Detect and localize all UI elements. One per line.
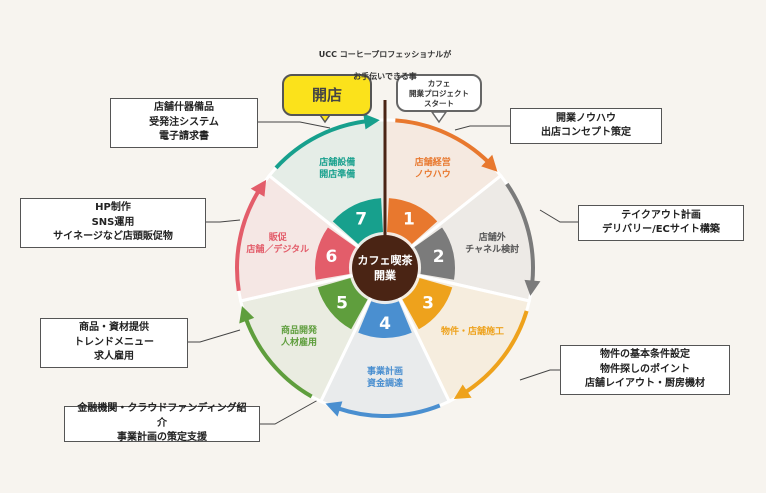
callout-2: テイクアウト計画 デリバリー/ECサイト構築 [578,205,744,241]
callout-4: 金融機関・クラウドファンディング紹介 事業計画の策定支援 [64,403,260,443]
callout-line-1 [454,125,510,131]
callout-line-6 [206,219,241,223]
segment-label-3: 物件・店舗施工 [441,326,505,337]
segment-number-2: 2 [433,247,445,267]
callout-line-7 [258,121,331,129]
callout-3: 物件の基本条件設定 物件探しのポイント 店舗レイアウト・厨房機材 [560,345,730,395]
arrowhead-3 [453,384,472,400]
segment-number-4: 4 [379,314,391,334]
arc-arrow-1 [395,118,491,164]
open-bubble: 開店 [282,74,372,116]
segment-label-6: 販促 店舗／デジタル [246,232,310,255]
segment-4 [358,301,412,338]
callout-7: 店舗什器備品 受発注システム 電子請求書 [110,98,258,148]
callout-line-4 [260,399,319,425]
start-bubble: カフェ 開業プロジェクト スタート [396,74,482,112]
center-label: カフェ喫茶 開業 [357,254,413,282]
arrowhead-1 [481,154,498,172]
arrowhead-7 [363,113,380,130]
arrowhead-6 [250,179,267,197]
segment-number-1: 1 [403,209,415,229]
arrowhead-5 [239,305,255,324]
arc-arrow-7 [274,119,368,170]
segment-number-6: 6 [325,247,337,267]
callout-line-5 [188,329,241,343]
segment-label-2: 店舗外 チャネル検討 [465,232,520,255]
segment-number-5: 5 [336,293,348,313]
segment-label-1: 店舗経営 ノウハウ [414,157,451,181]
arrowhead-4 [325,401,343,417]
center-circle [352,235,418,301]
segment-7 [332,198,383,245]
segment-number-3: 3 [422,293,434,313]
segment-number-7: 7 [355,209,367,229]
segment-1 [387,198,438,245]
segment-label-5: 商品開発 人材雇用 [280,325,317,348]
arc-arrow-4 [336,403,441,418]
callout-1: 開業ノウハウ 出店コンセプト策定 [510,108,662,144]
segment-2 [414,227,456,280]
arc-arrow-6 [235,189,261,292]
segment-5 [317,277,368,330]
callout-line-2 [539,209,578,223]
start-bubble-pointer [430,111,448,124]
segment-label-7: 店舗設備 開店準備 [319,157,356,181]
callout-line-3 [519,369,560,381]
header-line2: お手伝いできる事 [353,72,417,81]
header-line1: UCC コーヒープロフェッショナルが [318,50,452,59]
arrowhead-2 [524,279,541,296]
segment-3 [402,277,453,330]
arc-arrow-2 [505,182,535,284]
callout-5: 商品・資材提供 トレンドメニュー 求人雇用 [40,318,188,368]
segment-label-4: 事業計画 資金調達 [366,367,403,390]
arc-arrow-5 [243,317,313,399]
callout-6: HP制作 SNS運用 サイネージなど店頭販促物 [20,198,206,248]
arc-arrow-3 [463,310,529,395]
segment-6 [315,227,356,280]
header-text: UCC コーヒープロフェッショナルが お手伝いできる事 [265,38,505,93]
